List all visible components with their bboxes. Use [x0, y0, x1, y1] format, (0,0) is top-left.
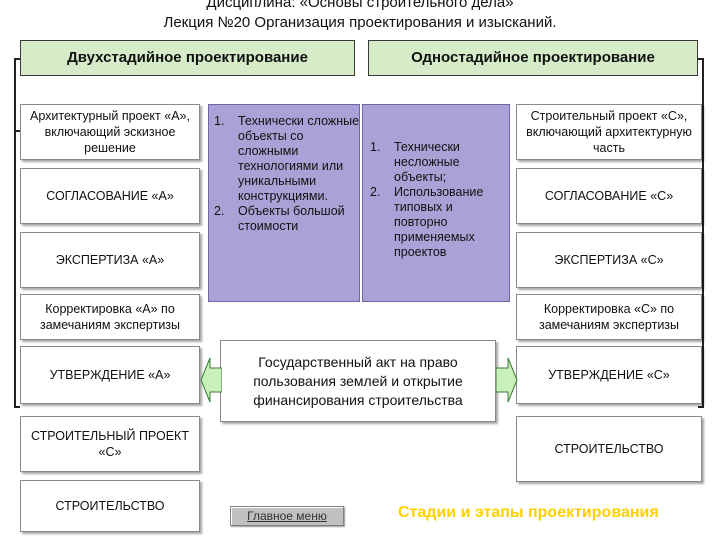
condition-text: Технически сложные объекты со сложными т… — [238, 114, 360, 203]
condition-text: Технически несложные объекты; — [394, 140, 460, 184]
condition-number: 2. — [370, 185, 381, 199]
state-act-box: Государственный акт на право пользования… — [220, 340, 496, 422]
condition-number: 1. — [370, 140, 381, 154]
right-connector-vertical — [702, 58, 704, 408]
left-connector-vertical — [14, 58, 16, 408]
main-menu-button[interactable]: Главное меню — [230, 506, 344, 526]
right-step-construction: СТРОИТЕЛЬСТВО — [516, 416, 702, 482]
left-step-construction-project: СТРОИТЕЛЬНЫЙ ПРОЕКТ «С» — [20, 416, 200, 472]
one-stage-conditions-list: 1. Технически несложные объекты; 2. Исполь… — [370, 140, 504, 260]
right-step-construction-project: Строительный проект «С», включающий архи… — [516, 104, 702, 160]
two-stage-conditions-list: 1. Технически сложные объекты со сложными… — [214, 114, 360, 234]
condition-item: 1. Технически сложные объекты со сложными… — [214, 114, 360, 204]
left-step-construction: СТРОИТЕЛЬСТВО — [20, 480, 200, 532]
condition-text: Объекты большой стоимости — [238, 204, 345, 233]
left-step-approval: СОГЛАСОВАНИЕ «А» — [20, 168, 200, 224]
right-arrow-icon — [496, 357, 518, 403]
right-step-approval: СОГЛАСОВАНИЕ «С» — [516, 168, 702, 224]
two-stage-title: Двухстадийное проектирование — [20, 40, 355, 76]
right-step-expertise: ЭКСПЕРТИЗА «С» — [516, 232, 702, 288]
left-connector-tick — [14, 130, 20, 132]
two-stage-conditions-box — [208, 104, 360, 302]
slide-title: Стадии и этапы проектирования — [398, 504, 659, 521]
right-connector-tick — [698, 406, 704, 408]
discipline-heading: Дисциплина: «Основы строительного дела» — [206, 0, 514, 11]
right-connector-top — [698, 58, 704, 60]
left-arrow-icon — [200, 357, 222, 403]
condition-text: Использование типовых и повторно применя… — [394, 185, 484, 259]
left-step-correction: Корректировка «А» по замечаниям эксперти… — [20, 294, 200, 340]
condition-number: 2. — [214, 204, 225, 218]
left-step-architectural-project: Архитектурный проект «А», включающий эск… — [20, 104, 200, 160]
one-stage-title: Одностадийное проектирование — [368, 40, 698, 76]
one-stage-conditions-box — [362, 104, 510, 302]
lecture-heading: Лекция №20 Организация проектирования и … — [163, 14, 557, 31]
condition-item: 2. Использование типовых и повторно приме… — [370, 185, 504, 260]
left-step-expertise: ЭКСПЕРТИЗА «А» — [20, 232, 200, 288]
condition-item: 2. Объекты большой стоимости — [214, 204, 360, 234]
left-connector-tick — [14, 406, 20, 408]
left-connector-top — [16, 58, 20, 60]
right-step-correction: Корректировка «С» по замечаниям эксперти… — [516, 294, 702, 340]
condition-number: 1. — [214, 114, 225, 128]
condition-item: 1. Технически несложные объекты; — [370, 140, 504, 185]
left-step-confirmation: УТВЕРЖДЕНИЕ «А» — [20, 346, 200, 404]
right-step-confirmation: УТВЕРЖДЕНИЕ «С» — [516, 346, 702, 404]
